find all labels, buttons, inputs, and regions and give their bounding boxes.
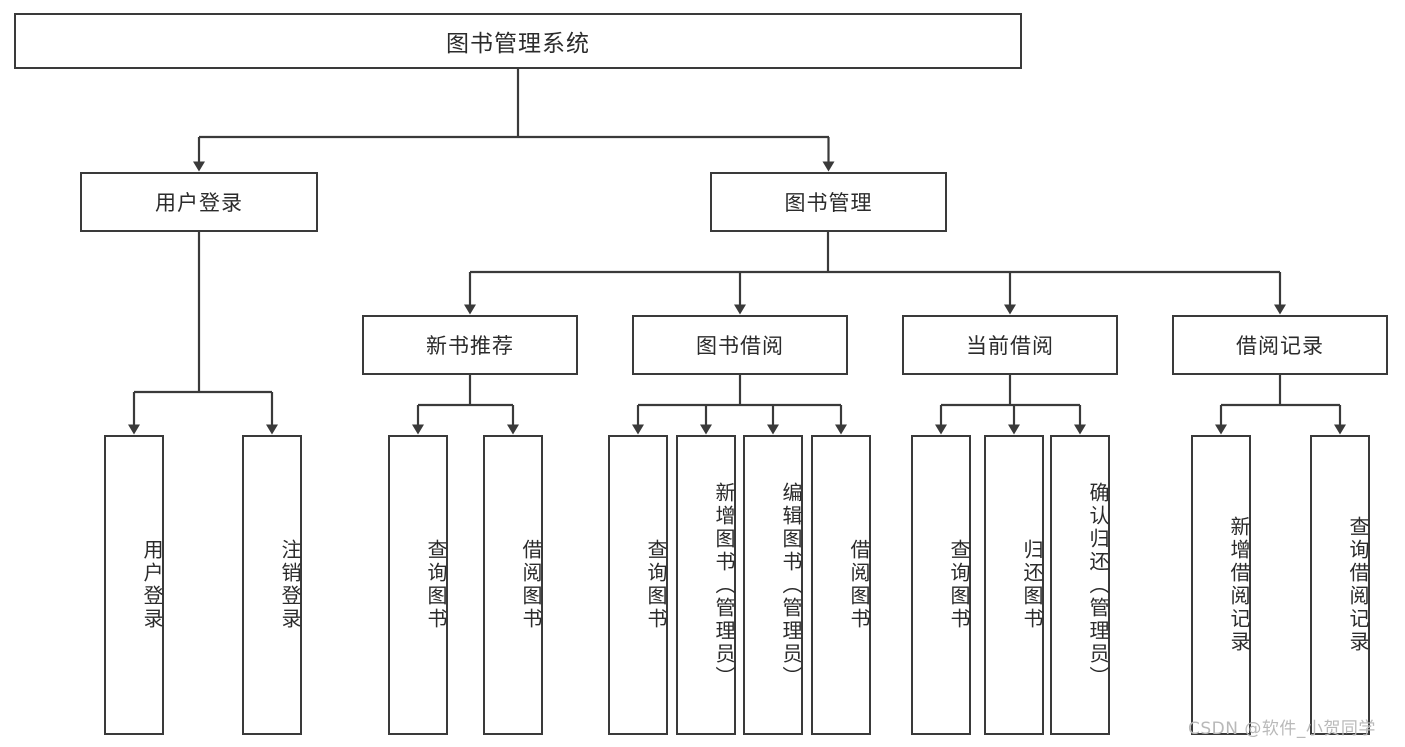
node-user-login-module[interactable]: 用户登录 bbox=[80, 172, 318, 232]
node-label: 用户登录 bbox=[140, 539, 164, 631]
node-book-management-module[interactable]: 图书管理 bbox=[710, 172, 947, 232]
leaf-new-query-book[interactable]: 查询图书 bbox=[388, 435, 448, 735]
node-label: 借阅图书 bbox=[847, 539, 871, 631]
node-label: 注销登录 bbox=[278, 539, 302, 631]
node-label: 查询图书 bbox=[424, 539, 448, 631]
node-label: 查询借阅记录 bbox=[1346, 516, 1370, 654]
leaf-borrow-add-book[interactable]: 新增图书（管理员） bbox=[676, 435, 736, 735]
leaf-current-return-book[interactable]: 归还图书 bbox=[984, 435, 1044, 735]
leaf-record-query[interactable]: 查询借阅记录 bbox=[1310, 435, 1370, 735]
node-current-borrow[interactable]: 当前借阅 bbox=[902, 315, 1118, 375]
node-label: 编辑图书（管理员） bbox=[779, 481, 803, 689]
node-root-label: 图书管理系统 bbox=[446, 31, 590, 57]
leaf-current-query-book[interactable]: 查询图书 bbox=[911, 435, 971, 735]
node-label: 用户登录 bbox=[155, 191, 243, 215]
node-root[interactable]: 图书管理系统 bbox=[14, 13, 1022, 69]
node-book-borrow[interactable]: 图书借阅 bbox=[632, 315, 848, 375]
leaf-current-confirm-return[interactable]: 确认归还（管理员） bbox=[1050, 435, 1110, 735]
node-label: 新书推荐 bbox=[426, 334, 514, 358]
leaf-user-login[interactable]: 用户登录 bbox=[104, 435, 164, 735]
node-label: 借阅记录 bbox=[1236, 334, 1324, 358]
node-label: 确认归还（管理员） bbox=[1086, 481, 1110, 689]
node-new-book-recommend[interactable]: 新书推荐 bbox=[362, 315, 578, 375]
node-label: 新增图书（管理员） bbox=[712, 481, 736, 689]
node-label: 归还图书 bbox=[1020, 539, 1044, 631]
leaf-borrow-query-book[interactable]: 查询图书 bbox=[608, 435, 668, 735]
node-borrow-record[interactable]: 借阅记录 bbox=[1172, 315, 1388, 375]
node-label: 当前借阅 bbox=[966, 334, 1054, 358]
node-label: 新增借阅记录 bbox=[1227, 516, 1251, 654]
node-label: 查询图书 bbox=[644, 539, 668, 631]
node-label: 图书借阅 bbox=[696, 334, 784, 358]
leaf-user-logout[interactable]: 注销登录 bbox=[242, 435, 302, 735]
leaf-borrow-edit-book[interactable]: 编辑图书（管理员） bbox=[743, 435, 803, 735]
leaf-record-add[interactable]: 新增借阅记录 bbox=[1191, 435, 1251, 735]
node-label: 图书管理 bbox=[784, 191, 873, 215]
leaf-new-borrow-book[interactable]: 借阅图书 bbox=[483, 435, 543, 735]
leaf-borrow-take-book[interactable]: 借阅图书 bbox=[811, 435, 871, 735]
node-label: 查询图书 bbox=[947, 539, 971, 631]
node-label: 借阅图书 bbox=[519, 539, 543, 631]
csdn-watermark: CSDN @软件_小贺同学 bbox=[1188, 719, 1376, 739]
